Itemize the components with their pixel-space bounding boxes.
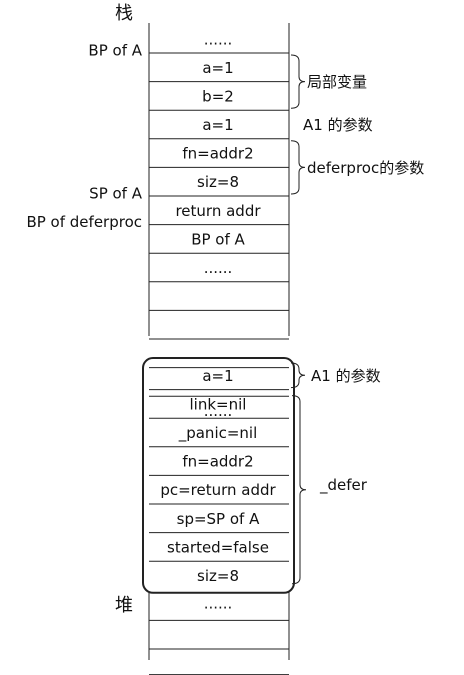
stack-right-label: 局部变量 bbox=[307, 73, 367, 91]
stack-cell-3: a=1 bbox=[202, 116, 233, 134]
heap-cell-0: a=1 bbox=[202, 367, 233, 385]
stack-cell-5: siz=8 bbox=[197, 173, 239, 191]
stack-cell-0: ...... bbox=[204, 31, 233, 49]
heap-cell-7: siz=8 bbox=[197, 567, 239, 585]
stack-cell-4: fn=addr2 bbox=[182, 145, 253, 163]
heap-cell-3: fn=addr2 bbox=[182, 453, 253, 471]
stack-title: 栈 bbox=[115, 3, 133, 24]
stack-left-label: SP of A bbox=[89, 185, 143, 203]
stack-cell-1: a=1 bbox=[202, 59, 233, 77]
stack-cell-8: ...... bbox=[204, 259, 233, 277]
heap-arg-label: A1 的参数 bbox=[311, 367, 381, 385]
stack-brace bbox=[290, 54, 306, 109]
stack-left-label: BP of deferproc bbox=[26, 213, 142, 231]
defer-record-box bbox=[142, 357, 295, 594]
stack-cell-13: ...... bbox=[204, 402, 233, 420]
heap-cell-4: pc=return addr bbox=[160, 481, 276, 499]
heap-cell-2: _panic=nil bbox=[178, 424, 258, 443]
stack-right-label: deferproc的参数 bbox=[307, 159, 424, 177]
stack-cell-2: b=2 bbox=[202, 87, 234, 105]
defer-brace bbox=[291, 395, 307, 585]
stack-left-label: BP of A bbox=[88, 42, 142, 60]
stack-cell-6: return addr bbox=[175, 202, 261, 220]
defer-label: _defer bbox=[319, 476, 368, 495]
heap-cell-8: ...... bbox=[204, 595, 233, 613]
heap-cell-6: started=false bbox=[167, 538, 269, 556]
heap-cell-5: sp=SP of A bbox=[177, 510, 260, 528]
stack-right-label: A1 的参数 bbox=[303, 116, 373, 134]
stack-cell-7: BP of A bbox=[191, 230, 245, 248]
heap-title: 堆 bbox=[115, 595, 133, 616]
heap-arg-brace bbox=[290, 362, 306, 389]
heap-cell-1: link=nil bbox=[190, 395, 247, 413]
stack-brace bbox=[290, 140, 306, 195]
